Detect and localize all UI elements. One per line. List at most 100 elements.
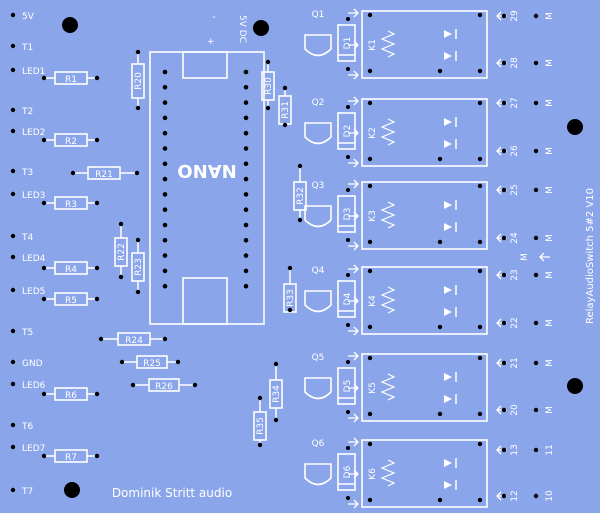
transistor-label: Q2	[312, 98, 325, 108]
left-label-t1: T1	[21, 43, 33, 53]
relay-pin	[477, 355, 483, 361]
pad	[346, 496, 350, 500]
pad	[10, 233, 16, 239]
pad	[162, 336, 168, 342]
pin-number-label: 22	[510, 317, 520, 328]
relay-contact-icon	[444, 395, 452, 403]
pad	[265, 59, 271, 65]
connector-pad	[501, 447, 507, 453]
relay-pin	[367, 411, 373, 417]
left-label-t5: T5	[21, 328, 33, 338]
nano-pin	[162, 253, 168, 258]
nano-pin	[162, 192, 168, 197]
pad	[134, 170, 140, 176]
connector-pad	[533, 407, 539, 413]
left-label-led5: LED5	[22, 287, 45, 297]
mounting-hole	[567, 378, 583, 394]
connector-pad	[501, 60, 507, 66]
relay-pin	[367, 497, 373, 503]
resistor-label: R30	[264, 77, 274, 95]
arrow-right-icon	[348, 469, 359, 479]
diode-outline	[337, 367, 356, 405]
power-plus-label: +	[207, 37, 215, 47]
pad	[346, 360, 350, 364]
pad	[346, 17, 350, 21]
pad	[346, 67, 350, 71]
pin-name-label: M	[545, 12, 555, 20]
arrow-right-icon	[348, 383, 359, 393]
arrow-right-icon	[348, 437, 359, 447]
pin-name-label: 10	[545, 490, 555, 502]
relay-pin	[437, 239, 443, 245]
diode-label: D2	[343, 125, 353, 138]
resistor-label: R31	[281, 101, 291, 119]
relay-pin	[367, 156, 373, 162]
relay-coil	[380, 30, 396, 58]
relay-pin	[437, 411, 443, 417]
pad	[41, 137, 47, 143]
resistor-label: R21	[95, 170, 113, 180]
relay-contact-icon	[444, 373, 452, 381]
relay-contact-icon	[444, 201, 452, 209]
transistor-outline	[304, 377, 332, 400]
relay-pin	[477, 324, 483, 330]
diode-label: D4	[343, 292, 353, 305]
pad	[10, 328, 16, 334]
connector-pad	[501, 13, 507, 19]
nano-pin	[162, 100, 168, 105]
relay-pin	[477, 100, 483, 106]
transistor-outline	[304, 122, 332, 145]
pad	[346, 410, 350, 414]
nano-pin	[162, 238, 168, 243]
relay-outline	[361, 98, 488, 167]
relay-outline	[361, 439, 488, 508]
mounting-hole	[64, 482, 80, 498]
diode-outline	[337, 24, 356, 62]
mounting-hole	[253, 20, 269, 36]
pin-name-label: M	[545, 186, 555, 194]
mounting-hole	[567, 119, 583, 135]
relay-contact-icon	[444, 459, 452, 467]
arrow-left-icon	[539, 252, 550, 262]
pad	[130, 382, 136, 388]
pin-name-label: 11	[545, 444, 555, 455]
connector-pad	[533, 60, 539, 66]
nano-module-outline	[149, 51, 265, 325]
pad	[10, 12, 16, 18]
pad	[10, 43, 16, 49]
relay-coil	[380, 118, 396, 146]
pad	[287, 265, 293, 271]
pad	[346, 105, 350, 109]
pad	[70, 170, 76, 176]
pin-name-label: M	[545, 234, 555, 242]
pad	[10, 444, 16, 450]
board-title: RelayAudioSwitch 5#2 V10	[585, 188, 596, 324]
arrow-right-icon	[348, 40, 359, 50]
left-label-led6: LED6	[22, 381, 46, 391]
relay-pin	[367, 441, 373, 447]
relay-contact-icon	[444, 308, 452, 316]
resistor-label: R5	[65, 296, 77, 306]
connector-pad	[533, 187, 539, 193]
connector-pad	[533, 493, 539, 499]
icsp-header	[182, 277, 228, 325]
pin-number-label: 27	[510, 97, 520, 108]
pad	[41, 391, 47, 397]
module-label: NANO	[177, 160, 236, 181]
power-minus-label: -	[212, 12, 216, 23]
pin-name-label: M	[545, 406, 555, 414]
connector-pad	[533, 360, 539, 366]
resistor-label: R33	[286, 289, 296, 307]
relay-label: K2	[368, 127, 378, 139]
pad	[10, 191, 16, 197]
pad	[135, 105, 141, 111]
resistor-label: R22	[117, 243, 127, 261]
pad	[10, 422, 16, 428]
diode-outline	[337, 195, 356, 233]
arrow-right-icon	[348, 241, 359, 251]
left-label-led2: LED2	[22, 128, 45, 138]
connector-pad	[501, 407, 507, 413]
pad	[257, 442, 263, 448]
transistor-label: Q5	[312, 353, 325, 363]
